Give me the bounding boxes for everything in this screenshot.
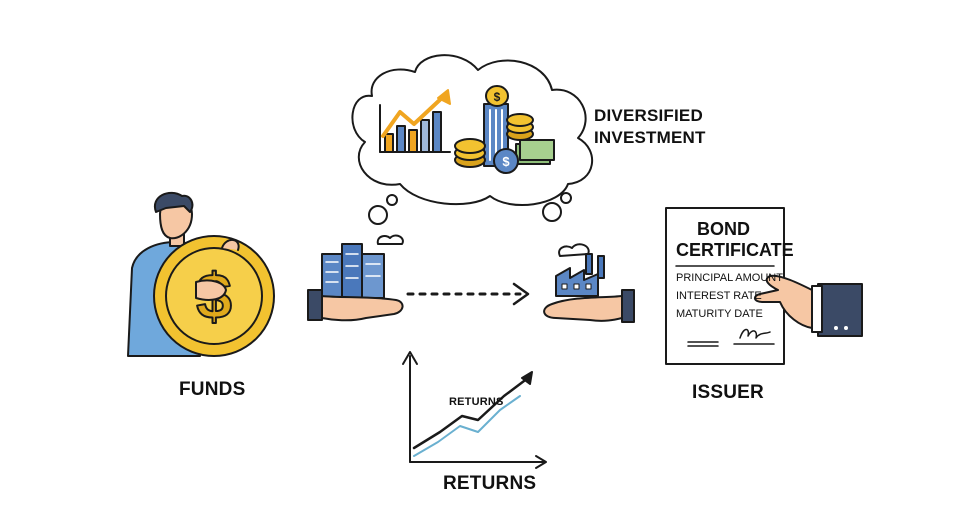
person-holding-coin: $	[127, 191, 275, 357]
hand-holding-certificate	[754, 274, 863, 337]
bond-certificate-title-line2: CERTIFICATE	[676, 240, 794, 260]
svg-text:$: $	[494, 90, 501, 104]
hand-with-factory	[543, 243, 635, 323]
flow-arrow	[406, 282, 530, 306]
issuer-label: ISSUER	[692, 382, 764, 403]
svg-text:$: $	[502, 154, 510, 169]
funds-label: FUNDS	[179, 379, 246, 400]
bond-field-principal-amount: PRINCIPAL AMOUNT	[676, 272, 783, 284]
bond-certificate-title-line1: BOND	[697, 219, 750, 239]
thought-cloud	[351, 54, 594, 225]
diversified-investment-label-line1: DIVERSIFIED	[594, 106, 703, 125]
bar-chart-icon	[379, 89, 451, 153]
returns-chart	[402, 351, 547, 469]
bond-field-interest-rate: INTEREST RATE	[676, 290, 762, 302]
returns-chart-label: RETURNS	[449, 396, 504, 408]
coins-and-cash-icon: $ $	[454, 85, 555, 174]
diversified-investment-label-line2: INVESTMENT	[594, 128, 706, 147]
returns-label: RETURNS	[443, 473, 537, 494]
bond-field-maturity-date: MATURITY DATE	[676, 308, 763, 320]
hand-with-buildings	[307, 234, 404, 322]
